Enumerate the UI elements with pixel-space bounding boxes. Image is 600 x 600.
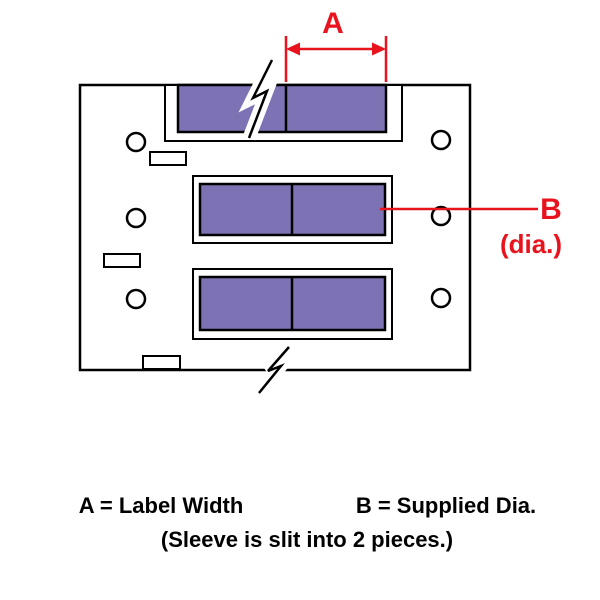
feed-hole (125, 288, 147, 310)
dimension-a-label: A (322, 7, 344, 40)
arrowhead-right-icon (372, 42, 386, 56)
feed-hole (430, 205, 452, 227)
legend: A = Label Width B = Supplied Dia. (Sleev… (79, 493, 536, 552)
break-line-icon (258, 346, 290, 394)
sleeve-row-bottom (192, 268, 393, 340)
registration-slot (103, 253, 141, 268)
dimension-b-label: B (540, 193, 562, 226)
feed-hole (430, 129, 452, 151)
arrowhead-left-icon (286, 42, 300, 56)
sleeve-row-top (164, 83, 403, 142)
break-symbol-top (238, 57, 280, 141)
registration-slot (149, 151, 187, 166)
break-symbol-bottom (253, 342, 302, 398)
legend-a-text: A = Label Width (79, 493, 244, 518)
sleeve-row-middle (192, 175, 393, 244)
feed-hole (125, 207, 147, 229)
break-line-icon (247, 59, 274, 139)
dimension-b: B (dia.) (380, 193, 562, 259)
dimension-b-sublabel: (dia.) (500, 229, 562, 259)
legend-b-text: B = Supplied Dia. (356, 493, 536, 518)
sleeve (176, 83, 388, 134)
feed-hole (125, 131, 147, 153)
dimension-a: A (284, 7, 388, 82)
feed-hole (430, 287, 452, 309)
legend-note-text: (Sleeve is slit into 2 pieces.) (161, 527, 453, 552)
registration-slot (142, 355, 181, 370)
